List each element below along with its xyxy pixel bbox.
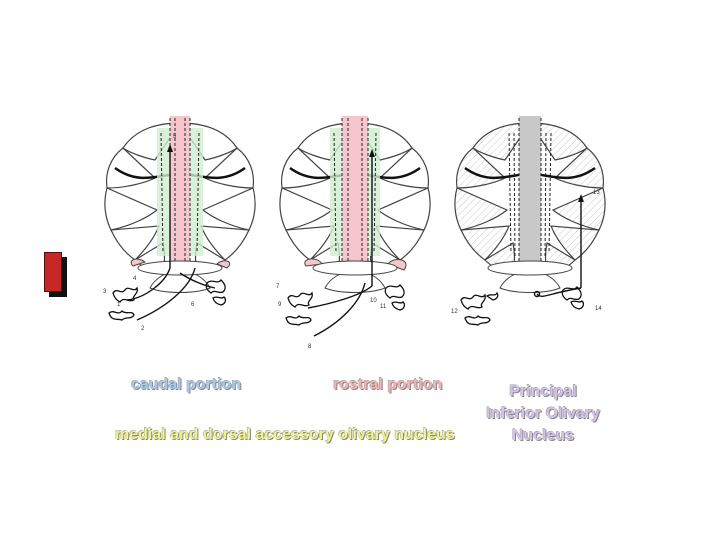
svg-text:8: 8 — [308, 344, 312, 350]
diagram-numbers: 5 3 4 6 1 2 — [103, 134, 195, 332]
svg-text:9: 9 — [278, 302, 282, 308]
principal-label-line-1: Principal — [509, 383, 577, 400]
caudal-portion-label: caudal portion — [131, 376, 242, 393]
svg-text:10: 10 — [370, 298, 377, 304]
svg-text:12: 12 — [451, 309, 458, 315]
svg-text:5: 5 — [173, 134, 177, 140]
principal-nucleus-label: Principal Inferior Olivary Nucleus — [480, 381, 606, 447]
svg-text:6: 6 — [191, 302, 195, 308]
cerebellum-diagram-caudal: 5 3 4 6 1 2 — [103, 116, 256, 332]
svg-text:3: 3 — [103, 289, 107, 295]
svg-text:11: 11 — [380, 304, 387, 310]
svg-text:13: 13 — [593, 190, 600, 196]
cerebellum-diagram-principal: 13 12 14 — [451, 116, 606, 326]
svg-text:2: 2 — [141, 326, 145, 332]
svg-text:14: 14 — [595, 306, 602, 312]
principal-label-line-3: Nucleus — [511, 427, 575, 444]
svg-text:1: 1 — [117, 302, 121, 308]
svg-text:4: 4 — [133, 276, 137, 282]
diagram-numbers: 7 9 10 11 8 — [276, 284, 387, 350]
diagram-numbers: 13 12 14 — [451, 190, 602, 315]
svg-text:7: 7 — [276, 284, 280, 290]
medial-dorsal-accessory-label: medial and dorsal accessory olivary nucl… — [115, 426, 455, 443]
rostral-portion-label: rostral portion — [333, 376, 443, 393]
cerebellum-diagram-rostral: 7 9 10 11 8 — [276, 116, 431, 350]
bullet-marker — [44, 252, 68, 297]
principal-label-line-2: Inferior Olivary — [486, 405, 600, 422]
